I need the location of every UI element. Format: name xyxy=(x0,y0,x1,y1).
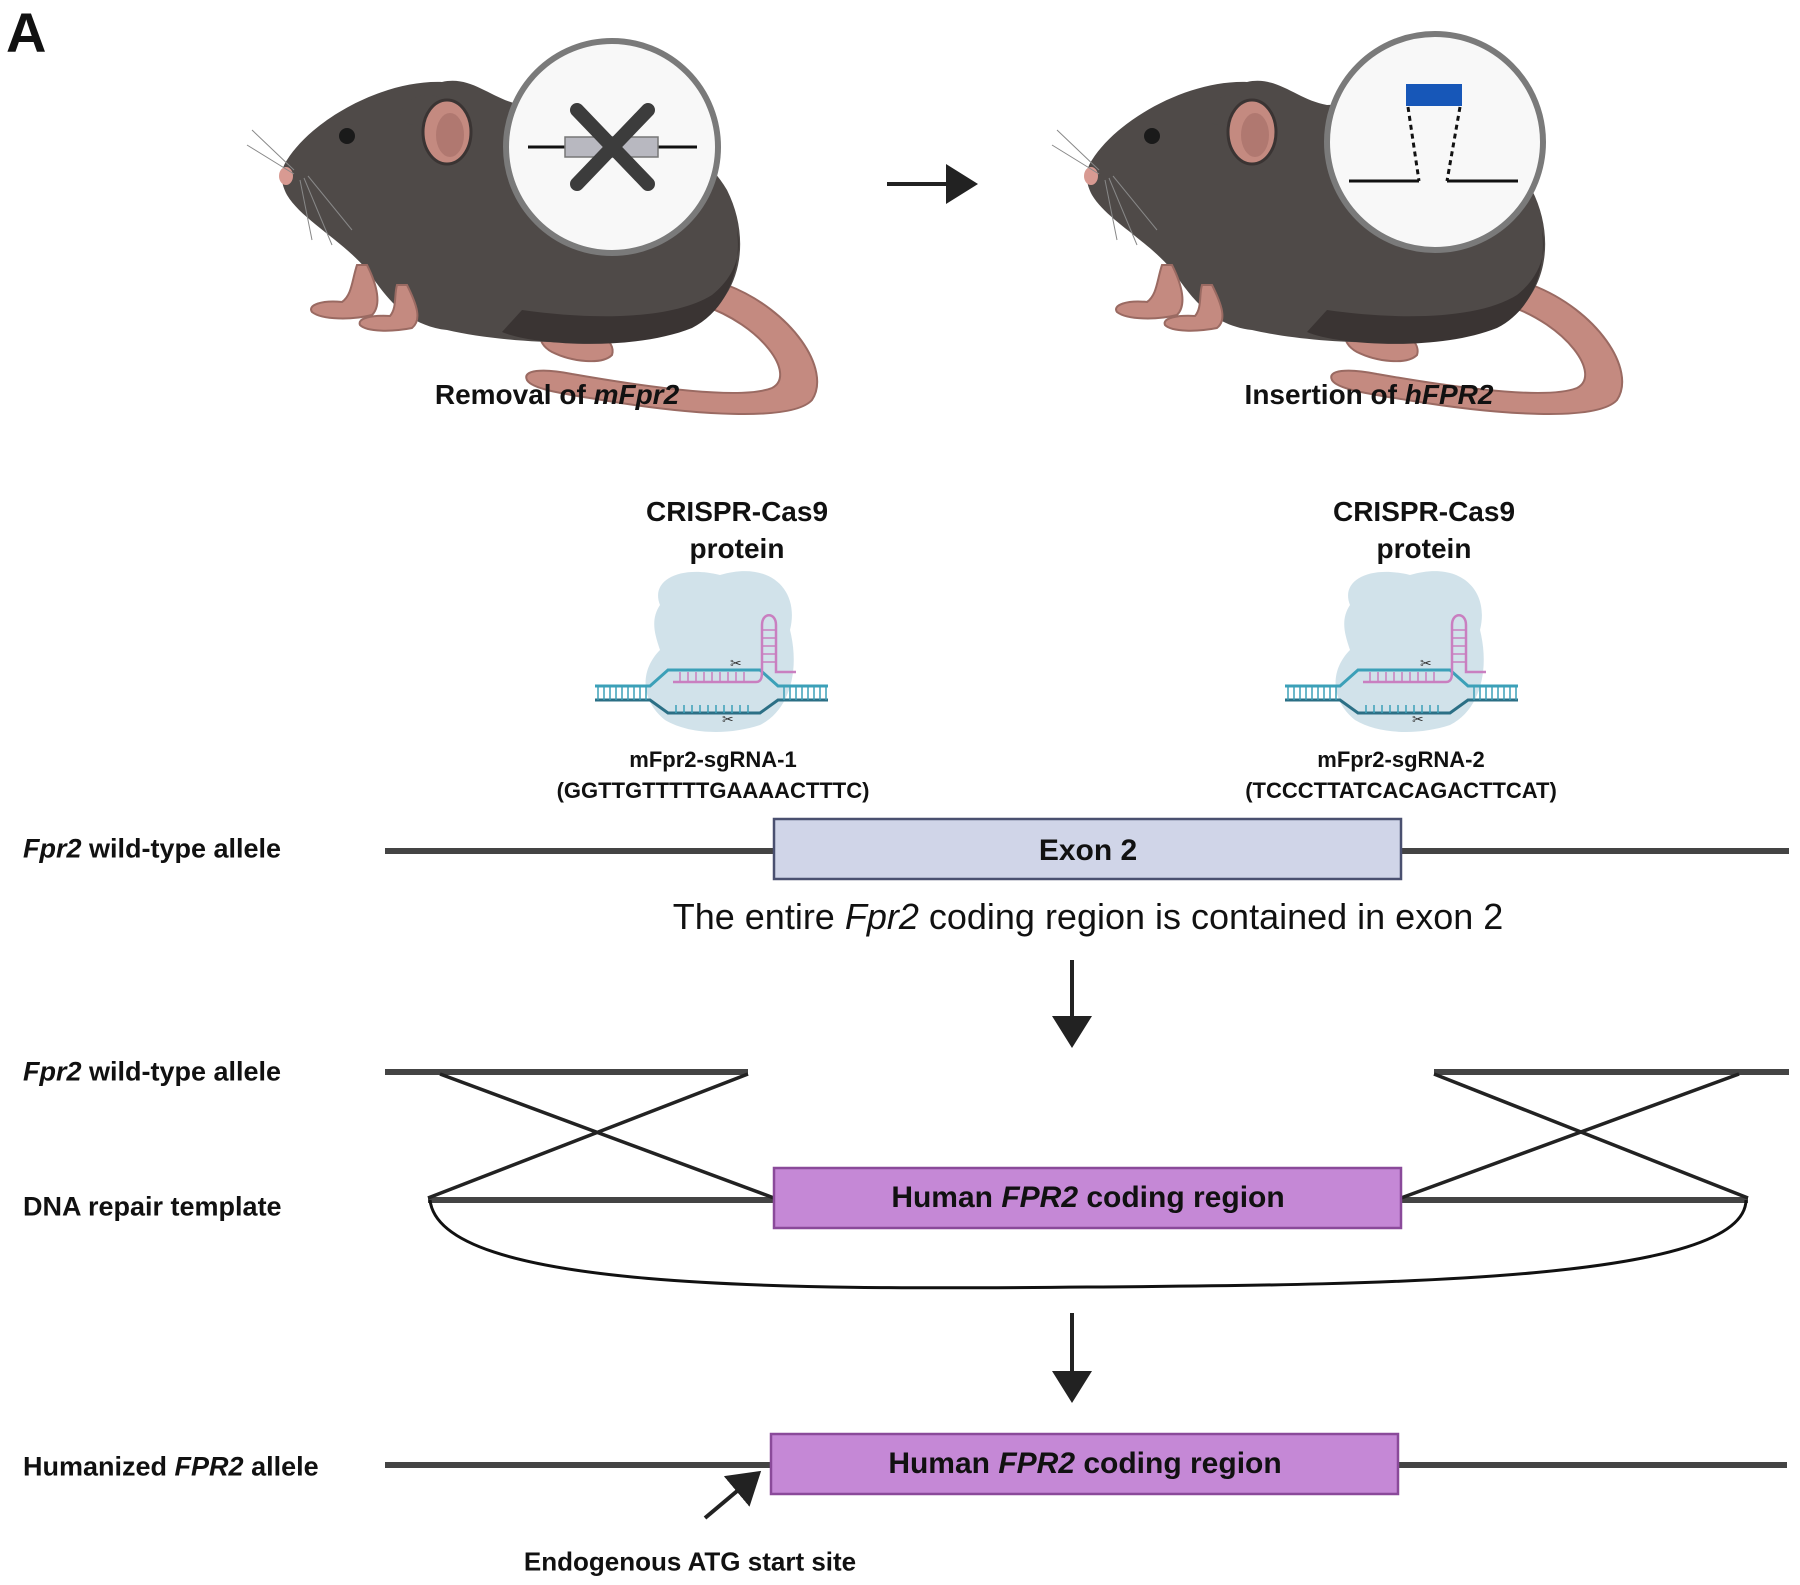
human-gene-insert-icon xyxy=(1406,84,1462,106)
template-backbone-curve xyxy=(428,1199,1748,1290)
template-box-label: Human FPR2 coding region xyxy=(891,1181,1284,1215)
human-fpr2-template-box xyxy=(772,1166,1403,1230)
mouse-caption-insertion: Insertion of hFPR2 xyxy=(1245,379,1494,411)
caption-text: The entire xyxy=(672,896,845,937)
atg-annotation: Endogenous ATG start site xyxy=(523,1546,857,1577)
label-text: Human xyxy=(891,1181,1002,1214)
gene-name: Fpr2 xyxy=(23,833,82,864)
label-text: Humanized xyxy=(23,1451,175,1482)
recombination-diagram xyxy=(385,1069,1789,1290)
gene-name: Fpr2 xyxy=(23,1056,82,1087)
crispr-title-line: CRISPR-Cas9 xyxy=(1332,496,1516,527)
caption-text: coding region is contained in exon 2 xyxy=(918,896,1504,937)
row-label-humanized: Humanized FPR2 allele xyxy=(23,1452,319,1483)
mouse-caption-removal: Removal of mFpr2 xyxy=(435,379,679,411)
wildtype-allele-track xyxy=(385,817,1789,881)
exon-caption: The entire Fpr2 coding region is contain… xyxy=(673,896,1504,938)
label-text: wild-type allele xyxy=(81,833,282,864)
label-text: coding region xyxy=(1075,1447,1282,1480)
row-label-wildtype-2: Fpr2 wild-type allele xyxy=(23,1057,281,1088)
sgrna-sequence: (GGTTGTTTTTGAAAACTTTC) xyxy=(556,778,870,803)
panel-letter: A xyxy=(6,1,47,64)
humanized-allele-track xyxy=(385,1432,1787,1520)
gene-name: FPR2 xyxy=(1001,1181,1079,1214)
scissors-icon: ✂ xyxy=(1412,711,1424,727)
label-text: coding region xyxy=(1078,1181,1285,1214)
label-text: allele xyxy=(243,1451,319,1482)
gene-name: hFPR2 xyxy=(1404,379,1494,410)
sgrna-label-1: mFpr2-sgRNA-1 (GGTTGTTTTTGAAAACTTTC) xyxy=(557,744,870,806)
crispr-title-line: protein xyxy=(1376,533,1472,564)
scissors-icon: ✂ xyxy=(730,655,742,671)
label-text: wild-type allele xyxy=(81,1056,282,1087)
humanized-box-label: Human FPR2 coding region xyxy=(888,1447,1281,1481)
sgrna-name: mFpr2-sgRNA-2 xyxy=(1317,747,1485,772)
insertion-inset xyxy=(1324,31,1546,253)
label-text: Human xyxy=(888,1447,999,1480)
human-fpr2-allele-box xyxy=(769,1432,1400,1496)
exon-2-label: Exon 2 xyxy=(1038,834,1138,867)
atg-pointer-arrow-icon xyxy=(703,1470,762,1520)
gene-name: FPR2 xyxy=(174,1451,244,1482)
gene-name: Fpr2 xyxy=(844,896,919,937)
gene-name: mFpr2 xyxy=(593,379,680,410)
knockout-inset xyxy=(503,38,721,256)
sgrna-label-2: mFpr2-sgRNA-2 (TCCCTTATCACAGACTTCAT) xyxy=(1245,744,1557,806)
cas9-complex-2: ✂ ✂ xyxy=(1285,571,1518,732)
exon-2-box xyxy=(772,817,1403,881)
scissors-icon: ✂ xyxy=(1420,655,1432,671)
caption-text: Insertion of xyxy=(1244,379,1405,410)
crispr-title-2: CRISPR-Cas9 protein xyxy=(1333,493,1515,567)
sgrna-name: mFpr2-sgRNA-1 xyxy=(629,747,797,772)
crispr-title-1: CRISPR-Cas9 protein xyxy=(646,493,828,567)
crispr-title-line: CRISPR-Cas9 xyxy=(645,496,829,527)
caption-text: Removal of xyxy=(434,379,594,410)
crispr-title-line: protein xyxy=(689,533,785,564)
knockout-x-icon xyxy=(570,103,655,191)
cas9-complex-1: ✂ ✂ xyxy=(595,571,828,732)
scissors-icon: ✂ xyxy=(722,711,734,727)
sgrna-sequence: (TCCCTTATCACAGACTTCAT) xyxy=(1245,778,1557,803)
gene-name: FPR2 xyxy=(998,1447,1076,1480)
row-label-wildtype-1: Fpr2 wild-type allele xyxy=(23,834,281,865)
row-label-template: DNA repair template xyxy=(23,1191,282,1222)
